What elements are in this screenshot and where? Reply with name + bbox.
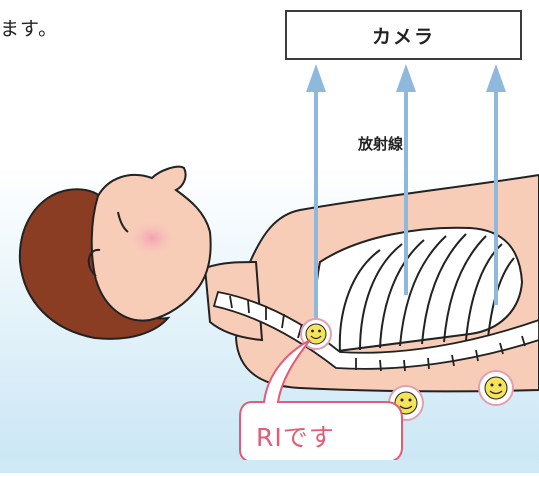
cheek-blush	[126, 218, 178, 258]
camera-label: カメラ	[372, 22, 435, 49]
smiley-ri-marker-icon	[479, 371, 513, 405]
footer-band	[0, 460, 539, 473]
ri-label: RIです	[256, 418, 335, 454]
radiation-label: 放射線	[358, 133, 403, 154]
camera-box: カメラ	[285, 10, 522, 60]
intro-text: ます。	[0, 14, 58, 41]
